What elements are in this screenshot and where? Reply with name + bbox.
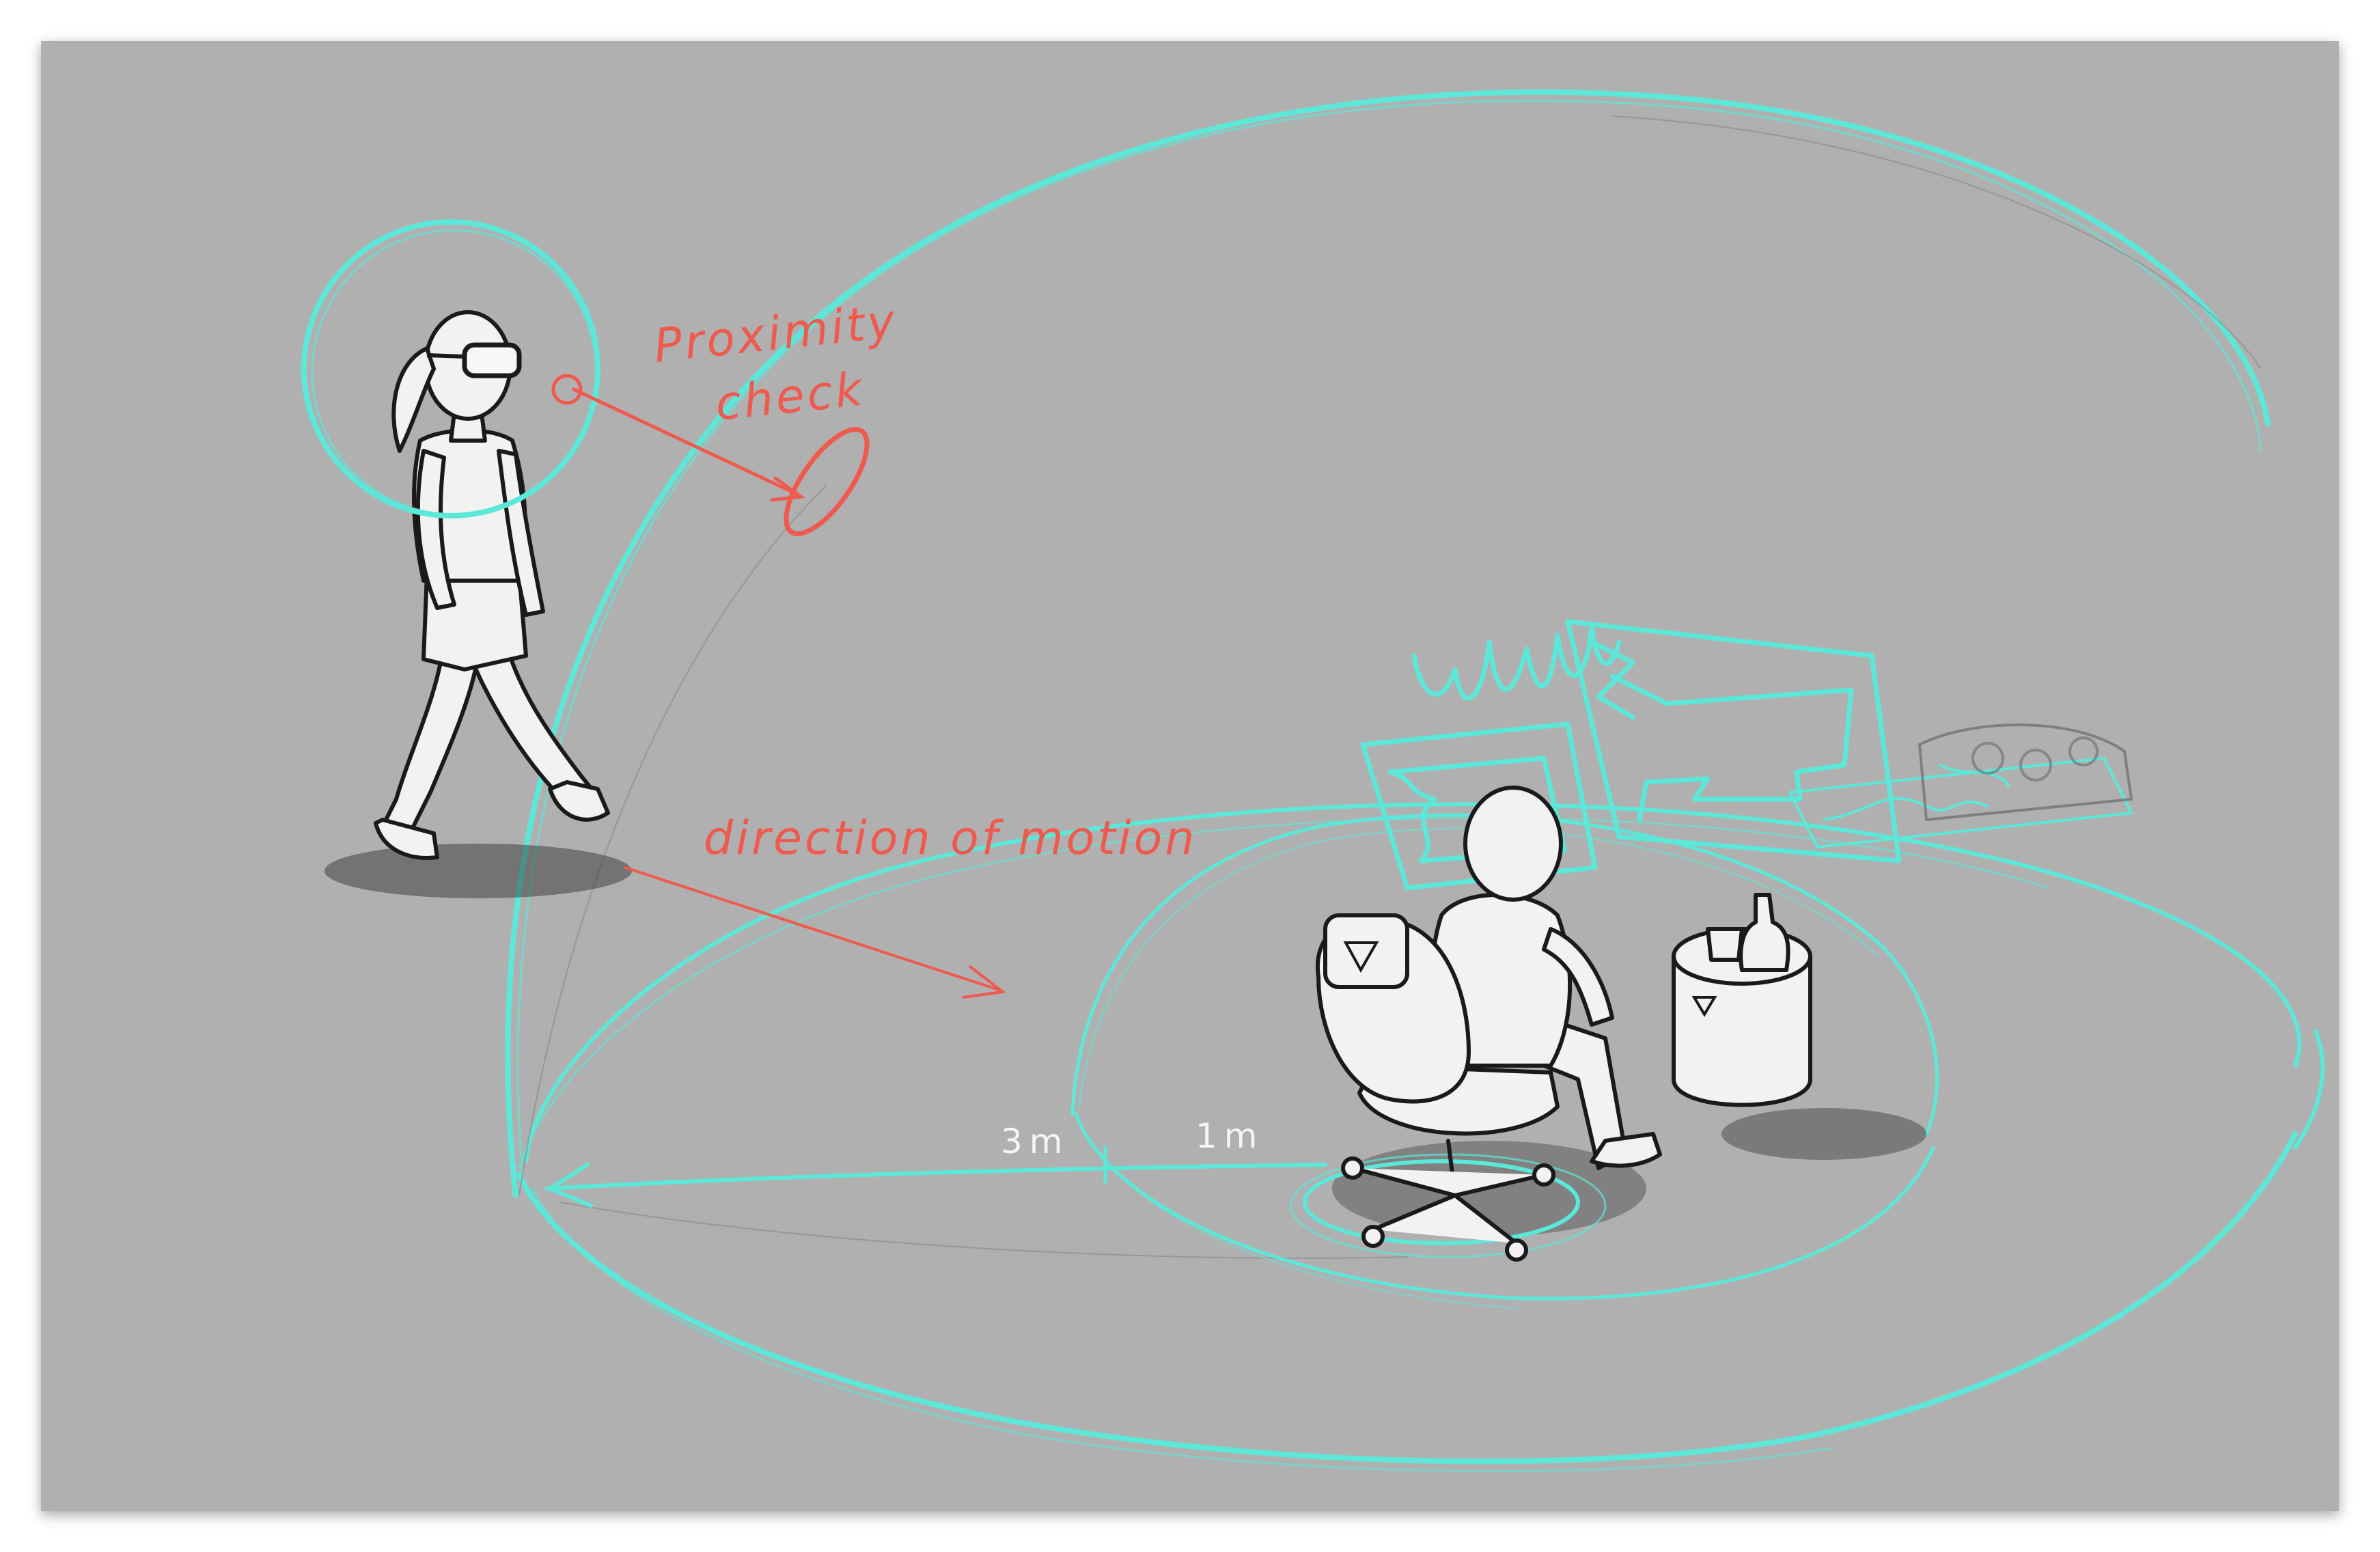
outer-boundary <box>505 89 2325 1473</box>
proximity-check-annotation <box>551 374 870 536</box>
side-table <box>1672 893 1926 1160</box>
distance-line <box>544 1146 1327 1208</box>
walking-person <box>301 219 632 898</box>
desk-controller <box>1918 723 2133 822</box>
virtual-monitors <box>1360 619 2133 891</box>
seated-person <box>1290 786 1662 1262</box>
table-logo-icon <box>1691 996 1717 1017</box>
chair-logo-icon <box>1343 941 1379 973</box>
motion-label: direction of motion <box>704 812 1197 865</box>
outer-radius-label: 3m <box>1001 1122 1070 1161</box>
motion-arrow <box>624 866 1007 999</box>
proximity-label-line2: check <box>713 362 868 431</box>
sketch-canvas: 3m 1m <box>41 41 2339 1511</box>
inner-radius-label: 1m <box>1195 1116 1264 1156</box>
proximity-diagram: 3m 1m <box>301 89 2325 1473</box>
